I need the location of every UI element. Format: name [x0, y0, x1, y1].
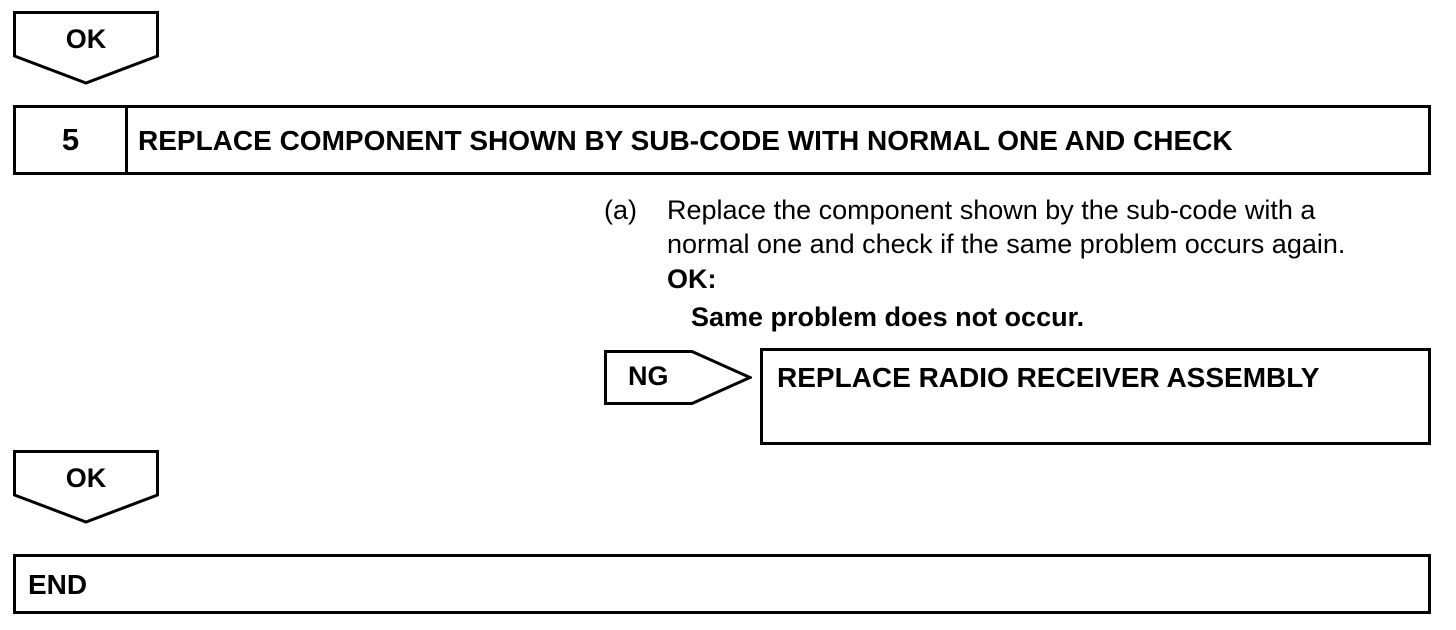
ok-condition: Same problem does not occur.	[691, 302, 1085, 332]
bottom-ok-arrow: OK	[13, 450, 159, 524]
step-title: REPLACE COMPONENT SHOWN BY SUB-CODE WITH…	[138, 125, 1233, 156]
end-box: END	[13, 554, 1431, 614]
top-ok-arrow: OK	[13, 11, 159, 85]
instruction-line-1: Replace the component shown by the sub-c…	[667, 195, 1316, 225]
ng-action-text: REPLACE RADIO RECEIVER ASSEMBLY	[777, 362, 1320, 393]
step-number: 5	[61, 122, 80, 157]
ng-label: NG	[628, 361, 669, 391]
end-label: END	[28, 569, 88, 600]
right-arrow-icon	[604, 350, 752, 405]
ok-heading: OK:	[667, 264, 717, 294]
instruction-line-2: normal one and check if the same problem…	[667, 229, 1346, 259]
down-arrow-icon	[13, 450, 159, 524]
ng-result-box: REPLACE RADIO RECEIVER ASSEMBLY	[760, 348, 1431, 445]
ng-arrow: NG	[604, 350, 752, 406]
step-number-cell: 5	[16, 108, 128, 172]
step-header: 5 REPLACE COMPONENT SHOWN BY SUB-CODE WI…	[13, 105, 1431, 175]
bottom-ok-label: OK	[65, 463, 107, 493]
instruction-marker: (a)	[604, 195, 637, 225]
down-arrow-icon	[13, 11, 159, 85]
top-ok-label: OK	[65, 24, 107, 54]
